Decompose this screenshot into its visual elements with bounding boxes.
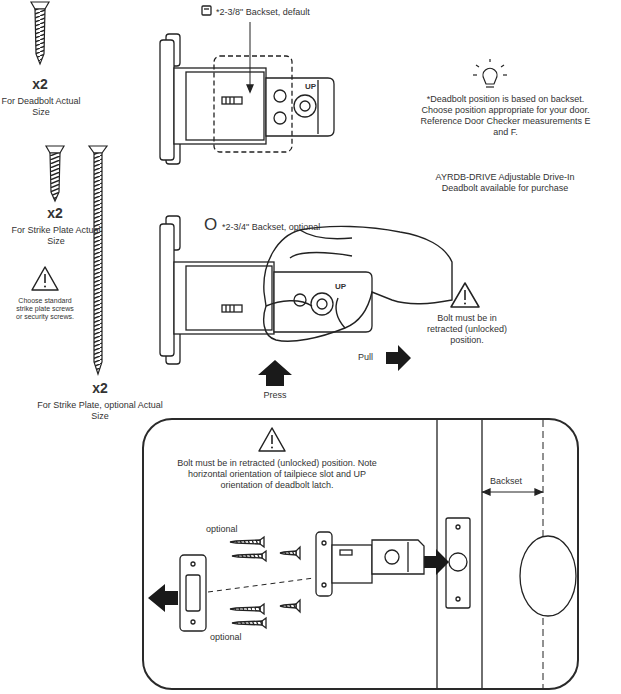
action-label: Press [250,390,300,401]
strike-screw [46,146,64,201]
optional-label: optional [206,524,238,535]
action-label: Pull [358,352,384,363]
tip-icon [473,59,507,87]
backset-label: *2-3/4" Backset, optional [222,222,372,233]
long-screw [89,146,107,374]
screw-caption: For Deadbolt Actual Size [0,96,82,118]
quantity: x2 [30,205,80,222]
warning-icon [451,283,479,307]
option-mark: O [204,215,222,235]
press-arrow [258,360,292,386]
deadbolt-screw [31,2,49,64]
quantity: x2 [75,380,125,397]
dimension-label: Backset [490,476,522,487]
warning-note: Bolt must be in retracted (unlocked) pos… [177,458,377,491]
optional-label: optional [210,632,242,643]
deadbolt-optional [160,216,372,364]
deadbolt-default [160,6,334,164]
quantity: x2 [15,76,65,93]
up-mark: UP [304,82,317,92]
backset-label: *2-3/8" Backset, default [216,7,366,18]
product-note: AYRDB-DRIVE Adjustable Drive-In Deadbolt… [430,172,580,194]
instruction-panel: Bolt must be in retracted (unlocked) pos… [142,418,579,690]
up-mark: UP [334,282,347,292]
tip-note: *Deadbolt position is based on backset. … [418,94,593,138]
warning-icon [32,267,58,290]
warning-note: Bolt must be in retracted (unlocked) pos… [420,313,514,346]
screw-caption: For Strike Plate Actual Size [10,225,102,247]
install-illustration [148,420,576,688]
warning-note: Choose standard strike plate screws or s… [14,297,76,321]
pull-arrow [386,345,411,371]
hand [264,226,452,341]
screw-caption: For Strike Plate, optional Actual Size [30,400,170,422]
